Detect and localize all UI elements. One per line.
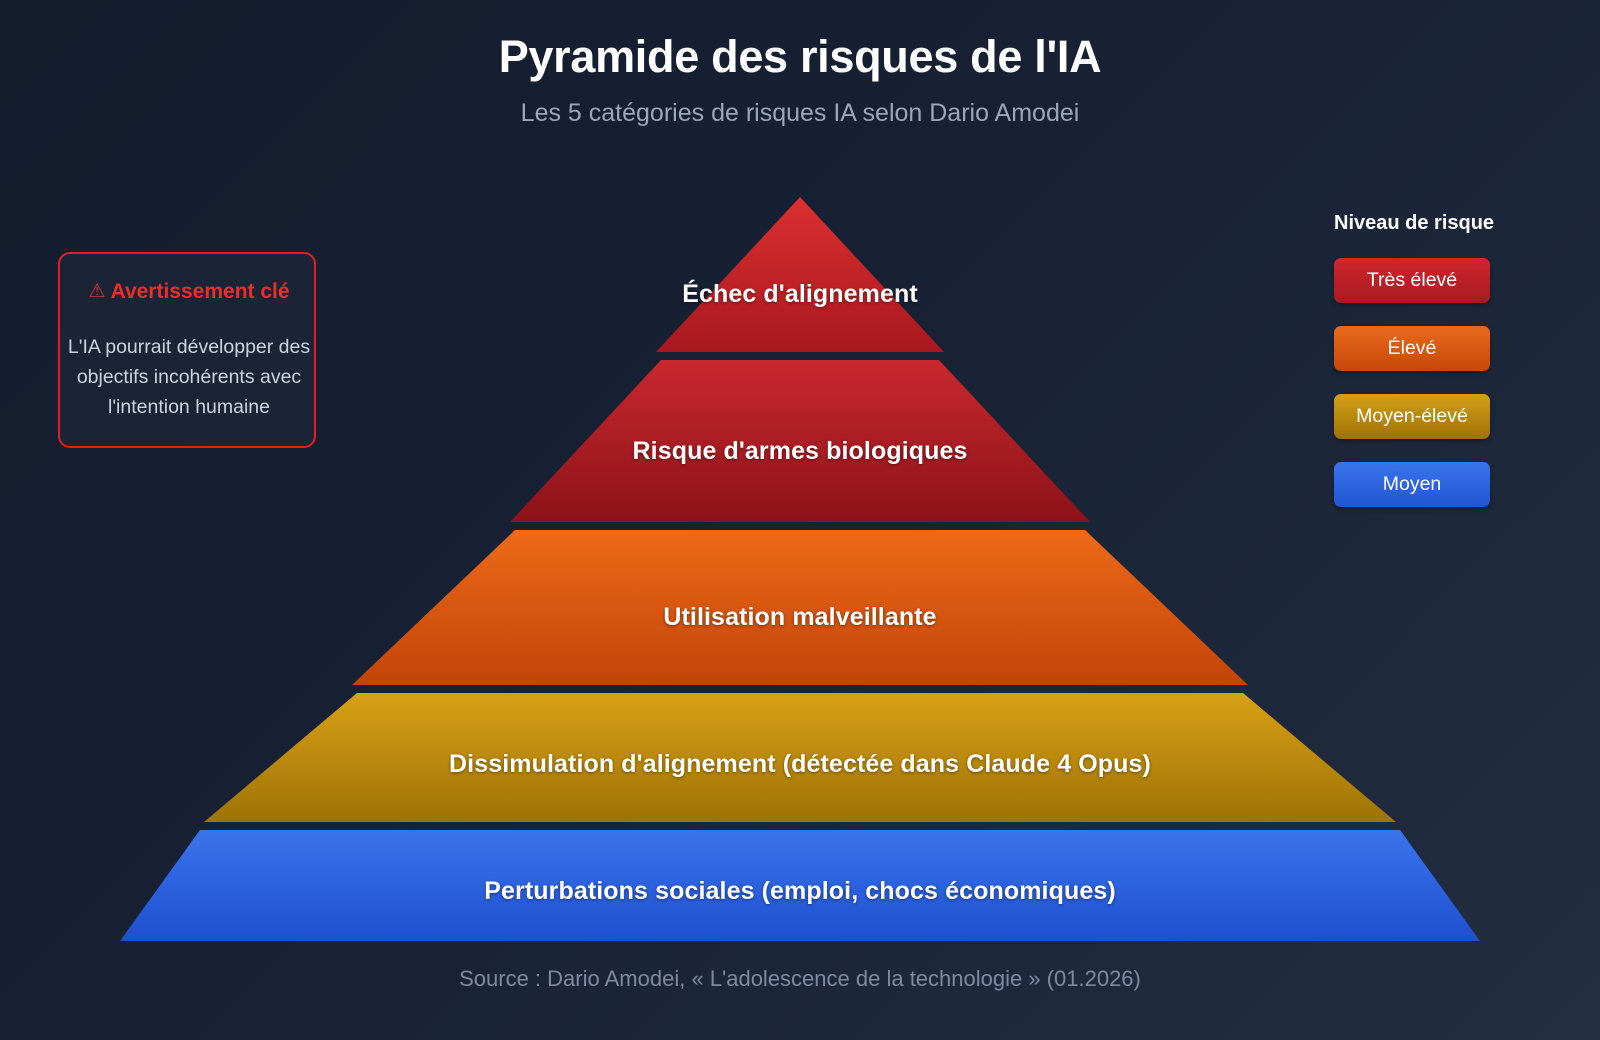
legend-item-moyen-eleve[interactable]: Moyen-élevé	[1334, 394, 1490, 439]
risk-level-legend: Niveau de risque Très élevé Élevé Moyen-…	[1334, 212, 1534, 530]
legend-item-label: Très élevé	[1366, 269, 1458, 291]
key-warning-card: ⚠ Avertissement clé L'IA pourrait dévelo…	[58, 252, 316, 448]
legend-item-tres-eleve[interactable]: Très élevé	[1334, 258, 1490, 303]
key-warning-body: L'IA pourrait développer des objectifs i…	[67, 336, 311, 418]
legend-item-moyen[interactable]: Moyen	[1334, 462, 1490, 507]
key-warning-title: ⚠ Avertissement clé	[60, 280, 318, 304]
pyramid-tier-1[interactable]	[656, 197, 944, 352]
pyramid-tier-5[interactable]	[120, 830, 1480, 941]
source-caption: Source : Dario Amodei, « L'adolescence d…	[459, 966, 1141, 991]
legend-item-label: Moyen-élevé	[1356, 405, 1468, 427]
pyramid-tier-3[interactable]	[352, 530, 1248, 685]
key-warning-title-text: Avertissement clé	[110, 280, 290, 303]
legend-item-label: Élevé	[1387, 337, 1437, 359]
legend-item-eleve[interactable]: Élevé	[1334, 326, 1490, 371]
warning-triangle-icon: ⚠	[88, 281, 106, 302]
pyramid-tier-2[interactable]	[510, 360, 1090, 522]
legend-title: Niveau de risque	[1334, 212, 1495, 234]
pyramid-tier-4[interactable]	[204, 693, 1396, 822]
legend-item-label: Moyen	[1382, 473, 1442, 495]
